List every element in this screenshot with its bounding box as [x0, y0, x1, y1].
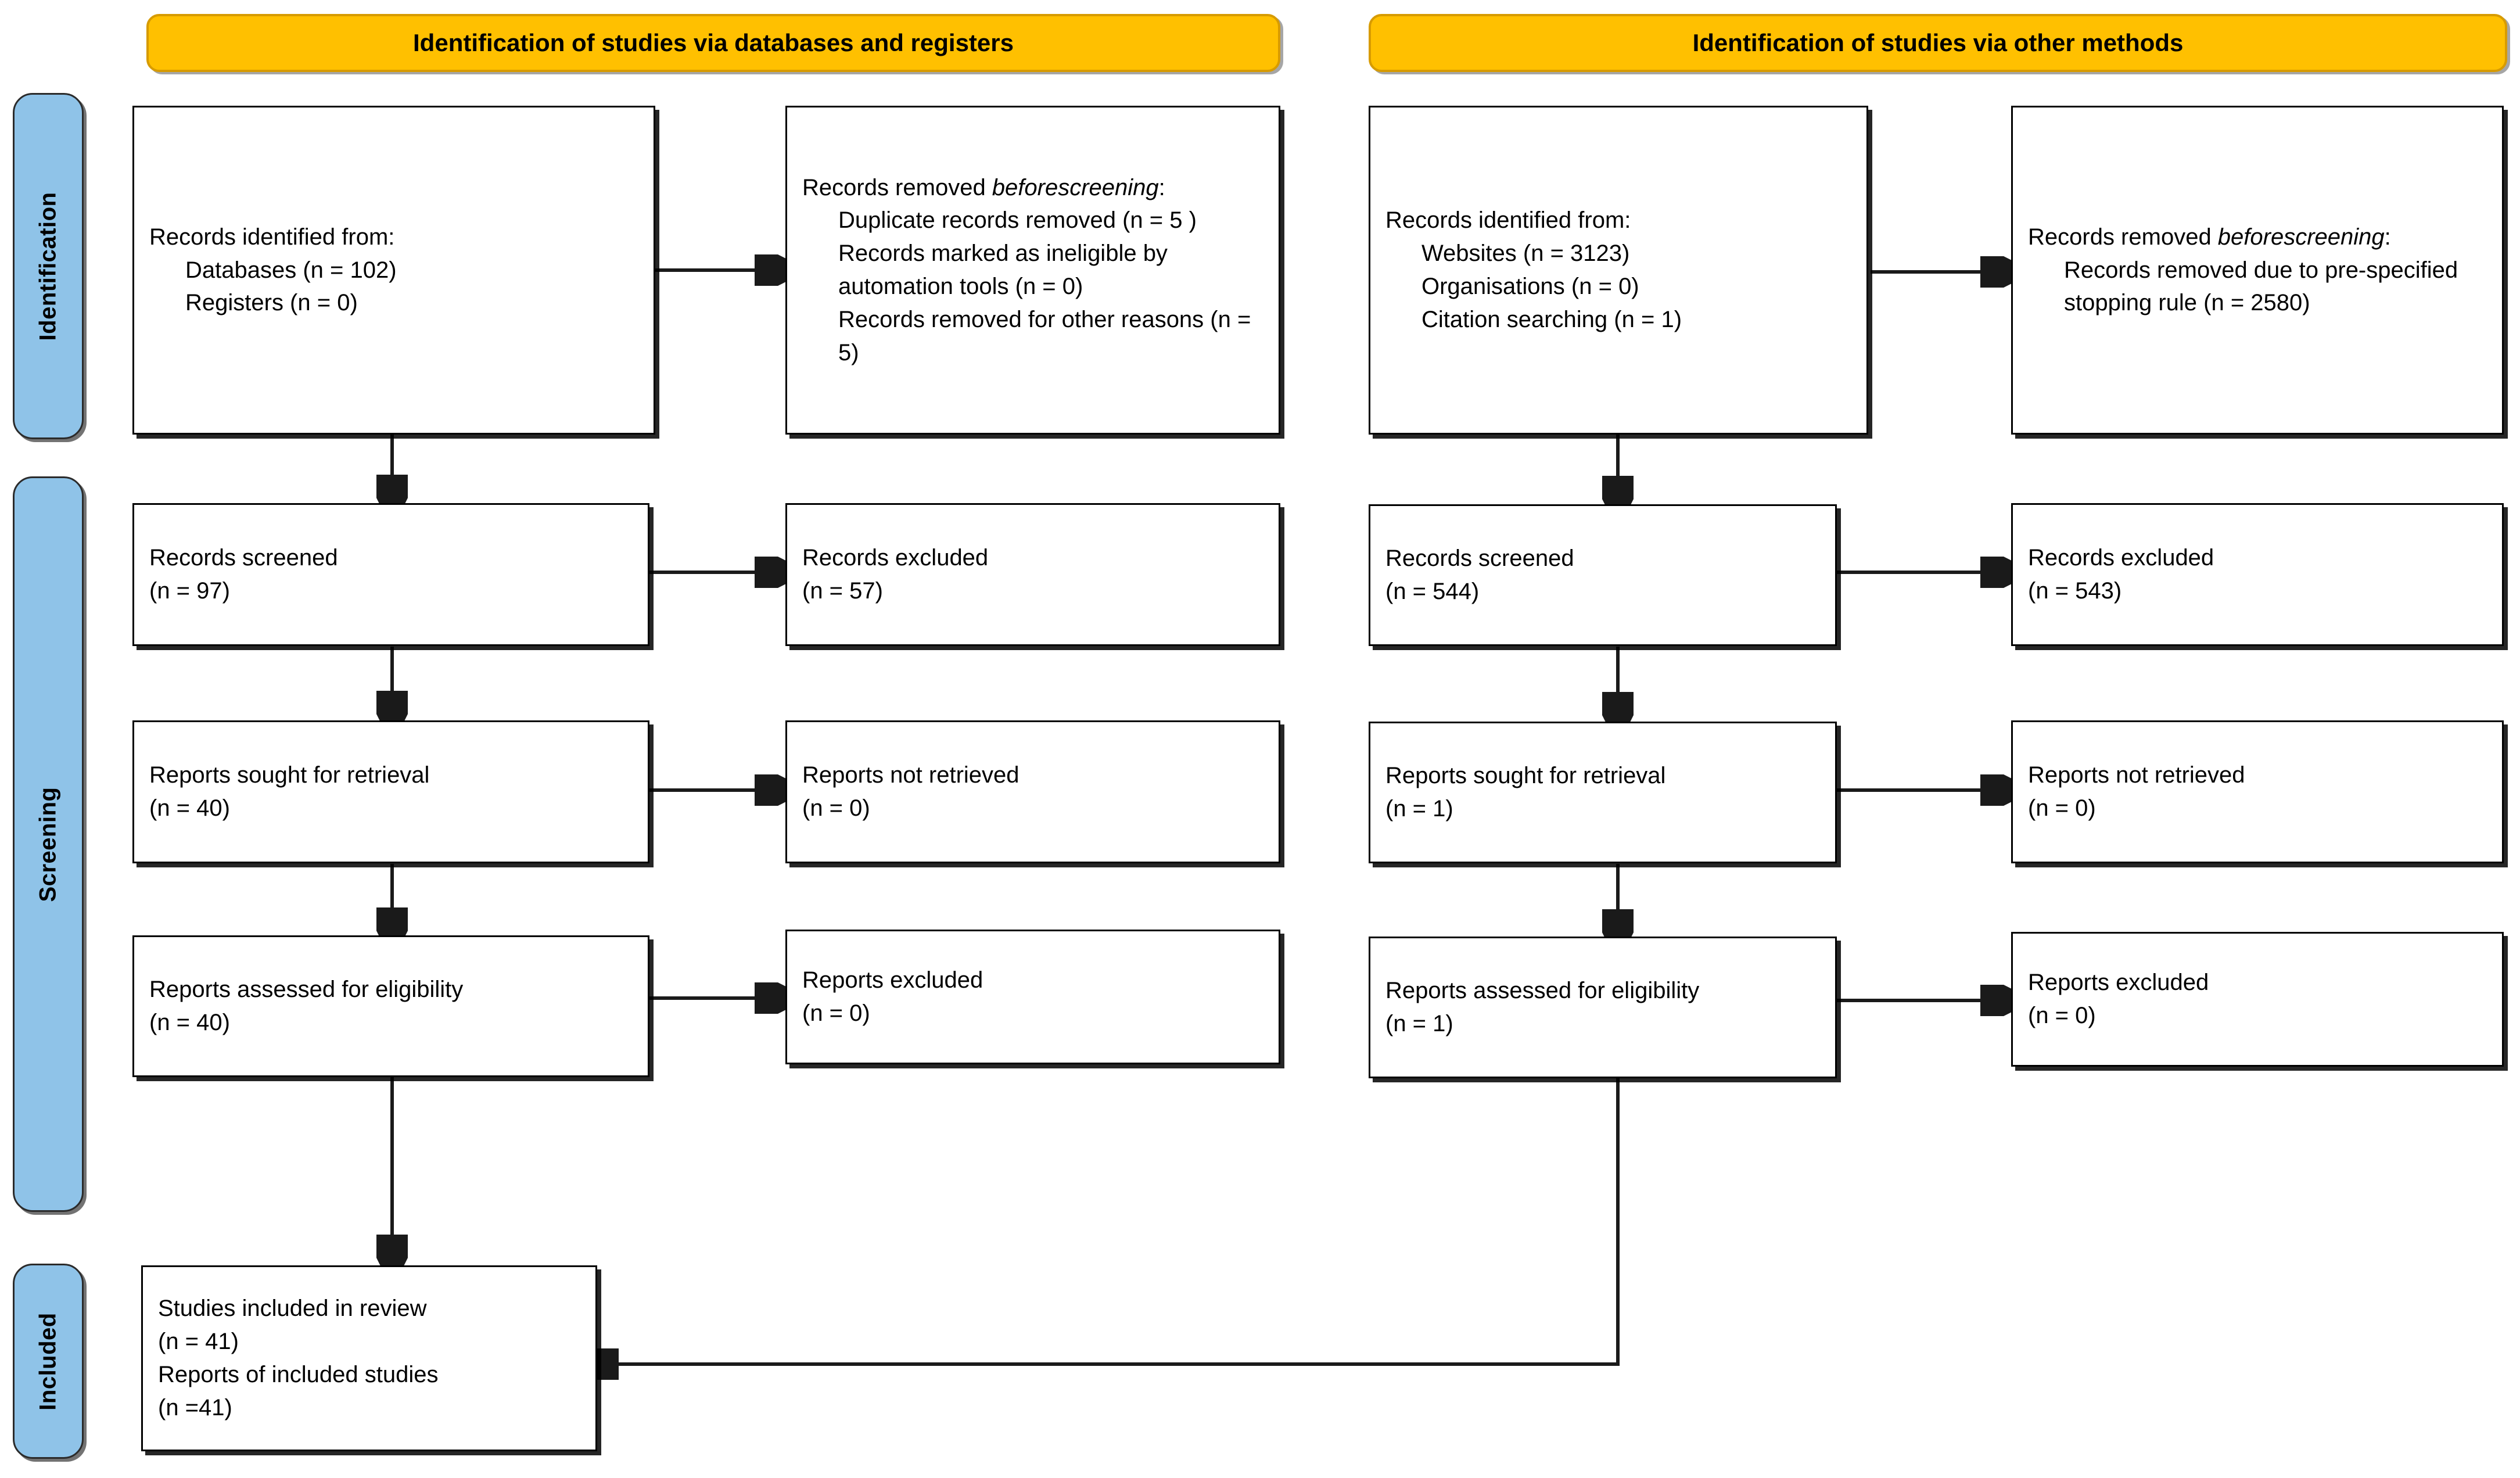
phase-label-screening: Screening [13, 476, 84, 1212]
records-removed-right-label: Records removed [2028, 224, 2218, 250]
box-records-removed-before-screening-left: Records removed beforescreening: Duplica… [785, 106, 1280, 435]
box-records-identified-other-methods: Records identified from: Websites (n = 3… [1369, 106, 1868, 435]
records-screened-right-count: (n = 544) [1385, 579, 1480, 604]
registers-count: Registers (n = 0) [185, 290, 358, 316]
box-records-removed-before-screening-right-text: Records removed beforescreening: Records… [2028, 221, 2487, 320]
studies-included-count: (n = 41) [158, 1329, 239, 1355]
before-emphasis: before [992, 174, 1058, 200]
column-header-other-methods-text: Identification of studies via other meth… [1692, 29, 2184, 56]
column-header-databases-registers-text: Identification of studies via databases … [413, 29, 1014, 56]
box-records-excluded-right: Records excluded (n = 543) [2011, 503, 2504, 646]
databases-count: Databases (n = 102) [185, 257, 397, 283]
reports-not-retrieved-label: Reports not retrieved [802, 762, 1020, 788]
before-emphasis-right: before [2217, 224, 2284, 250]
records-identified-other-label: Records identified from: [1385, 207, 1631, 234]
box-records-screened-right: Records screened (n = 544) [1369, 504, 1837, 646]
phase-label-identification: Identification [13, 93, 84, 439]
box-records-excluded-left: Records excluded (n = 57) [785, 503, 1280, 646]
box-records-identified-other-methods-text: Records identified from: Websites (n = 3… [1385, 204, 1851, 336]
box-records-excluded-left-text: Records excluded (n = 57) [802, 541, 1263, 608]
box-reports-excluded-left-text: Reports excluded (n = 0) [802, 964, 1263, 1030]
organisations-count: Organisations (n = 0) [1421, 274, 1639, 299]
box-records-excluded-right-text: Records excluded (n = 543) [2028, 541, 2487, 608]
records-screened-right-label: Records screened [1385, 546, 1574, 572]
box-reports-not-retrieved-left-text: Reports not retrieved (n = 0) [802, 759, 1263, 825]
box-reports-assessed-right-text: Reports assessed for eligibility (n = 1) [1385, 974, 1820, 1041]
arrow-right-assessed-to-included [594, 1078, 1620, 1364]
reports-of-included-label: Reports of included studies [158, 1362, 439, 1387]
box-records-screened-left-text: Records screened (n = 97) [149, 541, 633, 608]
duplicate-records-removed: Duplicate records removed (n = 5 ) [838, 207, 1197, 234]
records-excluded-right-count: (n = 543) [2028, 578, 2122, 604]
phase-label-identification-text: Identification [35, 192, 61, 340]
box-reports-not-retrieved-right-text: Reports not retrieved (n = 0) [2028, 759, 2487, 825]
box-records-identified-databases: Records identified from: Databases (n = … [132, 106, 655, 435]
box-reports-sought-right: Reports sought for retrieval (n = 1) [1369, 722, 1837, 863]
reports-excluded-right-label: Reports excluded [2028, 970, 2209, 996]
box-reports-excluded-right-text: Reports excluded (n = 0) [2028, 966, 2487, 1032]
records-screened-label: Records screened [149, 545, 338, 571]
colon-mark-right: : [2384, 224, 2391, 250]
screening-emphasis-right: screening [2284, 224, 2385, 250]
phase-label-included-text: Included [35, 1312, 61, 1411]
box-reports-assessed-right: Reports assessed for eligibility (n = 1) [1369, 937, 1837, 1078]
citation-searching-count: Citation searching (n = 1) [1421, 306, 1682, 332]
reports-excluded-count: (n = 0) [802, 1000, 870, 1026]
box-reports-assessed-left-text: Reports assessed for eligibility (n = 40… [149, 973, 633, 1039]
column-header-databases-registers: Identification of studies via databases … [146, 14, 1280, 72]
records-removed-other-reasons: Records removed for other reasons (n = 5… [838, 306, 1251, 365]
records-removed-label: Records removed [802, 174, 992, 200]
studies-included-label: Studies included in review [158, 1296, 427, 1322]
column-header-other-methods: Identification of studies via other meth… [1369, 14, 2507, 72]
box-records-screened-right-text: Records screened (n = 544) [1385, 542, 1820, 608]
records-excluded-right-label: Records excluded [2028, 545, 2214, 571]
box-reports-not-retrieved-left: Reports not retrieved (n = 0) [785, 720, 1280, 863]
colon-mark: : [1158, 174, 1165, 200]
reports-excluded-label: Reports excluded [802, 967, 983, 993]
box-reports-sought-left-text: Reports sought for retrieval (n = 40) [149, 759, 633, 825]
reports-sought-right-label: Reports sought for retrieval [1385, 763, 1666, 789]
box-records-removed-before-screening-right: Records removed beforescreening: Records… [2011, 106, 2504, 435]
phase-label-included: Included [13, 1264, 84, 1459]
reports-sought-label: Reports sought for retrieval [149, 762, 430, 788]
reports-assessed-right-label: Reports assessed for eligibility [1385, 978, 1700, 1004]
reports-of-included-count: (n =41) [158, 1394, 232, 1420]
records-excluded-count: (n = 57) [802, 578, 883, 604]
box-reports-excluded-left: Reports excluded (n = 0) [785, 930, 1280, 1064]
records-excluded-label: Records excluded [802, 545, 989, 571]
reports-not-retrieved-right-count: (n = 0) [2028, 795, 2096, 821]
reports-not-retrieved-right-label: Reports not retrieved [2028, 762, 2245, 788]
phase-label-screening-text: Screening [35, 787, 61, 902]
box-records-screened-left: Records screened (n = 97) [132, 503, 649, 646]
box-reports-excluded-right: Reports excluded (n = 0) [2011, 932, 2504, 1067]
reports-sought-right-count: (n = 1) [1385, 796, 1453, 821]
records-removed-stopping-rule: Records removed due to pre-specified sto… [2064, 257, 2458, 316]
records-ineligible-automation: Records marked as ineligible by automati… [838, 241, 1168, 299]
reports-assessed-count: (n = 40) [149, 1010, 230, 1035]
box-reports-assessed-left: Reports assessed for eligibility (n = 40… [132, 935, 649, 1077]
box-reports-sought-right-text: Reports sought for retrieval (n = 1) [1385, 759, 1820, 826]
box-reports-sought-left: Reports sought for retrieval (n = 40) [132, 720, 649, 863]
reports-assessed-right-count: (n = 1) [1385, 1011, 1453, 1036]
records-identified-label: Records identified from: [149, 224, 395, 250]
websites-count: Websites (n = 3123) [1421, 241, 1630, 267]
records-screened-count: (n = 97) [149, 578, 230, 604]
reports-assessed-label: Reports assessed for eligibility [149, 977, 464, 1003]
reports-excluded-right-count: (n = 0) [2028, 1003, 2096, 1028]
screening-emphasis: screening [1058, 174, 1159, 200]
reports-sought-count: (n = 40) [149, 795, 230, 821]
box-studies-included-text: Studies included in review (n = 41) Repo… [158, 1292, 580, 1424]
reports-not-retrieved-count: (n = 0) [802, 795, 870, 821]
box-records-identified-databases-text: Records identified from: Databases (n = … [149, 221, 638, 320]
box-records-removed-before-screening-left-text: Records removed beforescreening: Duplica… [802, 171, 1263, 370]
box-studies-included: Studies included in review (n = 41) Repo… [141, 1265, 597, 1451]
box-reports-not-retrieved-right: Reports not retrieved (n = 0) [2011, 720, 2504, 863]
